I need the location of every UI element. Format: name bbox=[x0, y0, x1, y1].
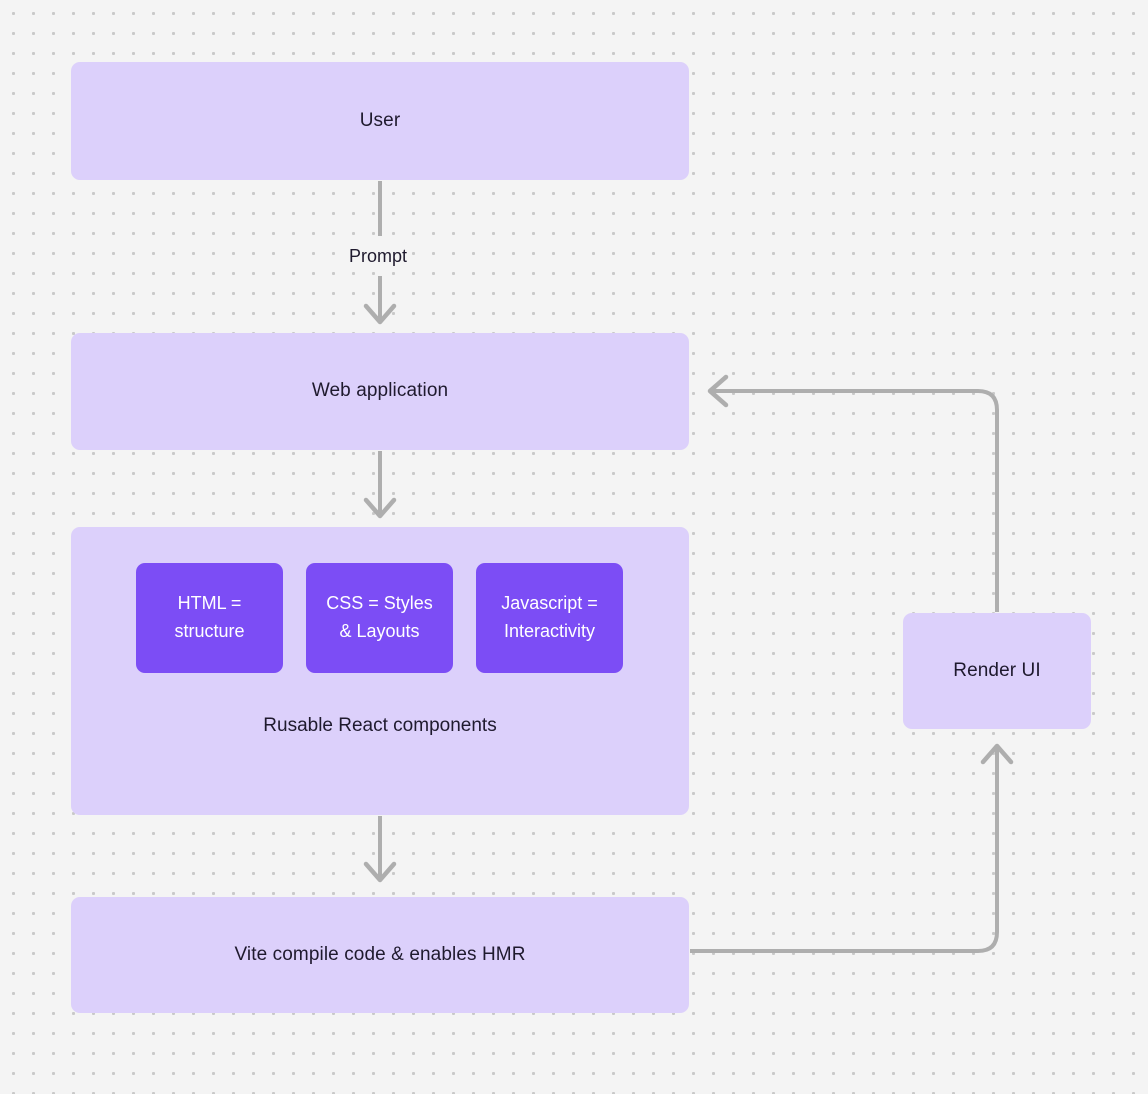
node-user[interactable]: User bbox=[71, 62, 689, 180]
node-vite-label: Vite compile code & enables HMR bbox=[234, 943, 526, 965]
chip-javascript-label: Javascript = Interactivity bbox=[501, 590, 598, 646]
chip-html-line2: structure bbox=[174, 621, 245, 641]
chip-javascript[interactable]: Javascript = Interactivity bbox=[476, 563, 623, 673]
node-web-application[interactable]: Web application bbox=[71, 333, 689, 450]
chip-css-line1: CSS = Styles bbox=[326, 593, 433, 614]
edge-webapp-to-components bbox=[363, 451, 397, 519]
chip-css-label: CSS = Styles & Layouts bbox=[326, 590, 433, 646]
chip-javascript-line2: Interactivity bbox=[503, 621, 595, 641]
edge-label-prompt: Prompt bbox=[344, 246, 413, 267]
node-react-components-caption: Rusable React components bbox=[263, 715, 497, 736]
chip-css-line2: & Layouts bbox=[339, 621, 420, 641]
node-user-label: User bbox=[359, 109, 401, 131]
node-web-application-label: Web application bbox=[311, 380, 449, 402]
edge-render-to-webapp bbox=[707, 374, 999, 612]
node-vite[interactable]: Vite compile code & enables HMR bbox=[71, 897, 689, 1013]
chip-html[interactable]: HTML = structure bbox=[136, 563, 283, 673]
edge-vite-to-render bbox=[690, 743, 1014, 953]
chip-javascript-line1: Javascript = bbox=[501, 593, 598, 614]
chip-html-label: HTML = structure bbox=[174, 590, 244, 646]
node-react-components-group[interactable]: HTML = structure CSS = Styles & Layouts … bbox=[71, 527, 689, 815]
edge-components-to-vite bbox=[363, 816, 397, 883]
chip-css[interactable]: CSS = Styles & Layouts bbox=[306, 563, 453, 673]
node-render-ui[interactable]: Render UI bbox=[903, 613, 1091, 729]
node-render-ui-label: Render UI bbox=[953, 659, 1041, 681]
chip-html-line1: HTML = bbox=[177, 593, 242, 614]
